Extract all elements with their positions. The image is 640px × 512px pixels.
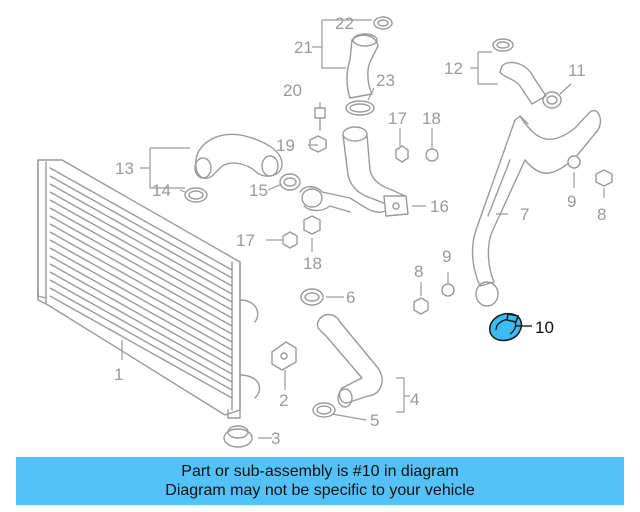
bolt-17-lower-part xyxy=(282,231,298,249)
callout-label: 16 xyxy=(430,197,449,216)
callout-label: 1 xyxy=(114,365,123,384)
callout-label: 18 xyxy=(303,254,322,273)
clamp-15-part xyxy=(279,173,301,191)
callout-label: 14 xyxy=(152,181,171,200)
callout-label: 6 xyxy=(346,288,355,307)
callout-label: 5 xyxy=(370,411,379,430)
callout-label: 15 xyxy=(249,181,268,200)
upper-right-hose-part xyxy=(499,61,547,105)
callout-label: 9 xyxy=(442,247,451,266)
bolt-17-upper-part xyxy=(395,145,409,163)
callout-label: 3 xyxy=(271,429,280,448)
callout-label: 11 xyxy=(568,61,586,80)
callout-labels: 1 2 3 4 5 6 7 8 8 9 9 10 11 12 13 14 15 … xyxy=(114,14,606,448)
bolt-8-right-part xyxy=(595,169,613,187)
grommet-part xyxy=(223,425,253,448)
callout-label: 2 xyxy=(279,391,288,410)
callout-label: 23 xyxy=(376,71,395,90)
bolt-20-part xyxy=(314,107,326,131)
right-pipe-part xyxy=(471,109,602,307)
callout-label: 8 xyxy=(597,205,606,224)
upper-left-hose-part xyxy=(194,133,283,179)
clamp-6-part xyxy=(300,288,324,306)
nut-9-right-part xyxy=(567,155,581,169)
callout-label: 13 xyxy=(115,159,134,178)
charge-pipe-part xyxy=(299,126,409,217)
nut-18-upper-part xyxy=(425,148,439,162)
callout-label: 18 xyxy=(422,109,441,128)
callout-label: 20 xyxy=(283,81,302,100)
callout-label: 21 xyxy=(294,38,313,57)
parts-diagram: 1 2 3 4 5 6 7 8 8 9 9 10 11 12 13 14 15 … xyxy=(37,14,613,448)
nut-9-lower-part xyxy=(441,283,455,297)
callout-label: 12 xyxy=(444,59,463,78)
bolt-8-lower-part xyxy=(413,297,429,315)
intercooler-part xyxy=(37,159,261,419)
nut-18-lower-part xyxy=(303,215,321,235)
clamp-12-part xyxy=(492,38,514,52)
nut-19-part xyxy=(309,135,327,153)
clamp-23-part xyxy=(345,100,375,116)
callout-label: 9 xyxy=(567,192,576,211)
clamp-22-part xyxy=(373,16,393,30)
clamp-10-part-highlighted[interactable] xyxy=(489,312,523,342)
callout-label: 22 xyxy=(335,14,354,33)
callout-label: 8 xyxy=(414,262,423,281)
clamp-14-part xyxy=(184,187,208,203)
callout-label-10: 10 xyxy=(535,318,554,337)
lower-hose-part xyxy=(316,313,383,408)
notice-line-part-number: Part or sub-assembly is #10 in diagram xyxy=(181,463,459,480)
notice-line-disclaimer: Diagram may not be specific to your vehi… xyxy=(165,482,475,499)
leader-lines xyxy=(121,19,605,439)
callout-label: 17 xyxy=(388,109,407,128)
lower-clamp-part xyxy=(312,402,336,418)
upper-hose-part xyxy=(346,33,379,99)
callout-label: 4 xyxy=(410,390,419,409)
clamp-11-part xyxy=(542,91,562,109)
bracket-part xyxy=(271,341,297,371)
fitment-notice-banner: Part or sub-assembly is #10 in diagram D… xyxy=(16,457,624,505)
callout-label: 19 xyxy=(276,136,295,155)
callout-label: 7 xyxy=(520,205,529,224)
callout-label: 17 xyxy=(236,231,255,250)
